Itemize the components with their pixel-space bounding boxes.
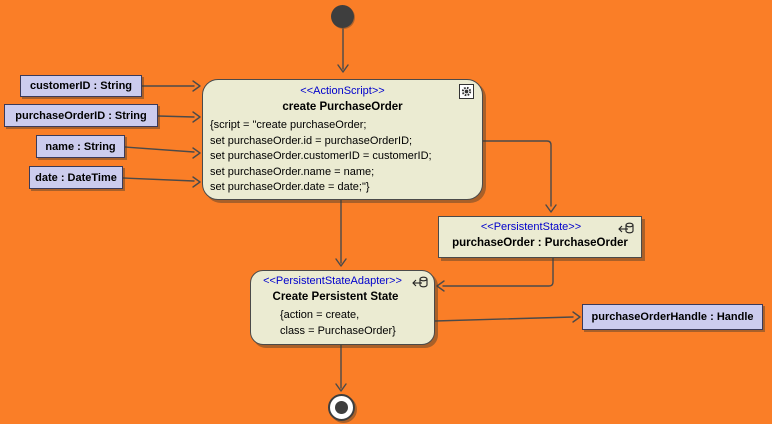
edge-adapter-to-final[interactable]: [335, 344, 347, 392]
input-pin-customerid[interactable]: customerID : String: [20, 75, 142, 97]
state-node-stereotype: <<PersistentState>>: [480, 221, 582, 233]
action-script-gear-icon: [459, 84, 474, 99]
edge-state-to-adapter[interactable]: [436, 257, 554, 292]
input-pin-purchaseorderid[interactable]: purchaseOrderID : String: [4, 104, 158, 127]
input-pin-date[interactable]: date : DateTime: [29, 166, 123, 189]
adapter-node-title: Create Persistent State: [272, 291, 399, 303]
persistent-state-adapter-node[interactable]: <<PersistentStateAdapter>> Create Persis…: [250, 270, 435, 345]
pin-label: name : String: [45, 140, 116, 153]
pin-label: purchaseOrderHandle : Handle: [591, 311, 754, 323]
initial-node[interactable]: [331, 5, 354, 28]
script-line: set purchaseOrder.customerID = customerI…: [210, 150, 432, 163]
adapter-property-line: class = PurchaseOrder}: [280, 324, 396, 337]
database-arrow-icon: [617, 221, 635, 240]
edge-action-to-adapter[interactable]: [335, 199, 347, 267]
final-node-dot: [335, 401, 348, 414]
input-pin-name[interactable]: name : String: [36, 135, 125, 158]
pin-label: customerID : String: [29, 80, 133, 92]
script-line: set purchaseOrder.name = name;: [210, 165, 375, 178]
pin-label: date : DateTime: [35, 171, 117, 184]
edge-initial-to-action[interactable]: [337, 28, 349, 73]
edge-pin-purchaseorderid[interactable]: [157, 111, 201, 123]
pin-label: purchaseOrderID : String: [15, 109, 147, 122]
action-script-node[interactable]: <<ActionScript>> create PurchaseOrder {s…: [202, 79, 483, 200]
script-line: {script = "create purchaseOrder;: [210, 119, 367, 131]
final-node[interactable]: [328, 394, 355, 421]
adapter-property-line: {action = create,: [280, 309, 360, 321]
action-node-stereotype: <<ActionScript>>: [300, 85, 385, 97]
adapter-node-stereotype: <<PersistentStateAdapter>>: [263, 275, 402, 287]
state-node-title: purchaseOrder : PurchaseOrder: [452, 237, 628, 249]
edge-pin-date[interactable]: [122, 176, 201, 188]
persistent-state-node[interactable]: <<PersistentState>> purchaseOrder : Purc…: [438, 216, 642, 258]
edge-adapter-to-handle[interactable]: [434, 311, 581, 323]
database-arrow-icon: [411, 275, 429, 294]
edge-action-to-state[interactable]: [482, 140, 557, 213]
edge-pin-customerid[interactable]: [141, 80, 201, 92]
action-node-title: create PurchaseOrder: [282, 101, 403, 113]
edge-pin-name[interactable]: [124, 146, 201, 159]
output-pin-purchaseorderhandle[interactable]: purchaseOrderHandle : Handle: [582, 304, 763, 330]
script-line: set purchaseOrder.date = date;"}: [210, 181, 370, 194]
script-line: set purchaseOrder.id = purchaseOrderID;: [210, 134, 413, 147]
